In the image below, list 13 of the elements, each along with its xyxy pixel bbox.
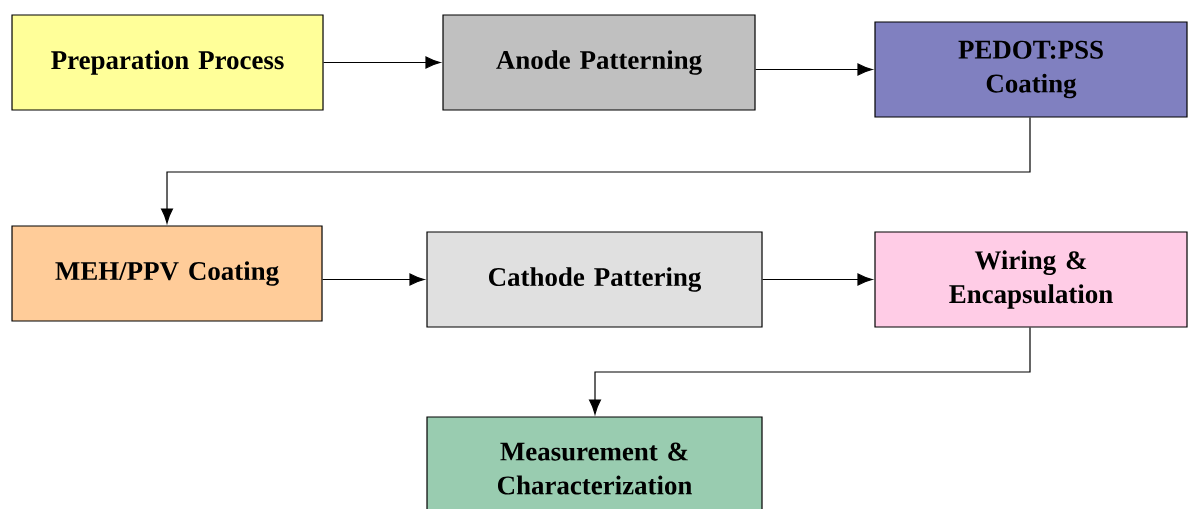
arrow	[755, 63, 873, 76]
process-box: Measurement & Characterization	[426, 416, 763, 509]
process-box: Preparation Process	[11, 14, 324, 111]
process-box: Wiring & Encapsulation	[874, 231, 1188, 328]
arrow	[762, 273, 873, 286]
arrow	[323, 56, 441, 69]
process-box: Anode Patterning	[442, 14, 756, 111]
arrow	[322, 273, 425, 286]
process-box: PEDOT:PSS Coating	[874, 21, 1188, 118]
process-box: Cathode Pattering	[426, 231, 763, 328]
process-box: MEH/PPV Coating	[11, 225, 323, 322]
arrow	[588, 327, 1031, 415]
arrow	[160, 117, 1031, 224]
